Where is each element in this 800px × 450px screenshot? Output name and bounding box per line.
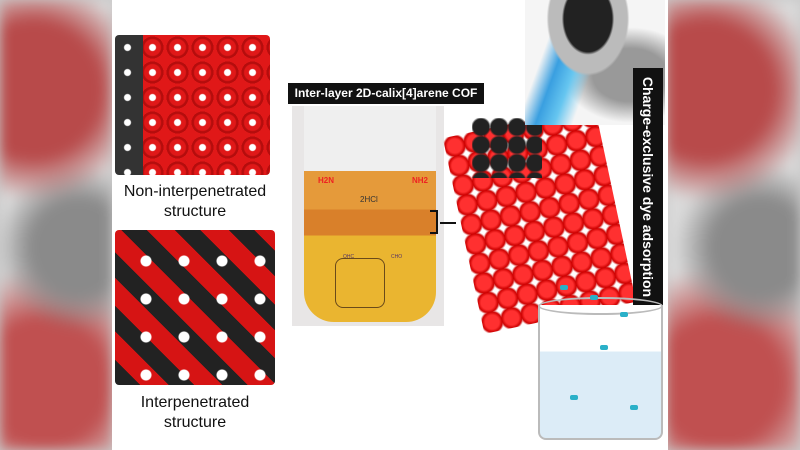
amine-left-label: H2N — [318, 176, 335, 185]
beaker-illustration — [538, 305, 663, 440]
dye-molecule — [590, 295, 598, 300]
cho-label: CHO — [391, 254, 403, 260]
non-interpenetrated-caption: Non-interpenetrated structure — [123, 183, 267, 220]
dye-molecule — [620, 312, 628, 317]
non-interpenetrated-lattice-image — [115, 35, 270, 175]
side-label-bar — [633, 68, 663, 306]
amine-right-label: NH2 — [412, 176, 429, 185]
ohc-label: OHC — [343, 254, 355, 260]
vial-glass — [304, 106, 436, 322]
bracket-connector — [440, 222, 456, 224]
side-label: Charge-exclusive dye adsorption — [640, 76, 656, 298]
interface-bracket — [430, 210, 438, 234]
beaker-rim — [538, 297, 663, 315]
cof-3d-black-layer — [472, 118, 542, 178]
vial-photo — [292, 106, 444, 326]
dye-molecule — [560, 285, 568, 290]
cof-title: Inter-layer 2D-calix[4]arene COF — [288, 83, 484, 104]
calixarene-structure — [335, 258, 385, 308]
dye-molecule — [630, 405, 638, 410]
blurred-background-right — [666, 0, 800, 450]
dye-molecule — [570, 395, 578, 400]
dye-molecule — [600, 345, 608, 350]
interpenetrated-lattice-image — [115, 230, 275, 385]
interpenetrated-caption: Interpenetrated structure — [140, 394, 250, 431]
salt-label: 2HCl — [360, 195, 378, 204]
blurred-background-left — [0, 0, 112, 450]
